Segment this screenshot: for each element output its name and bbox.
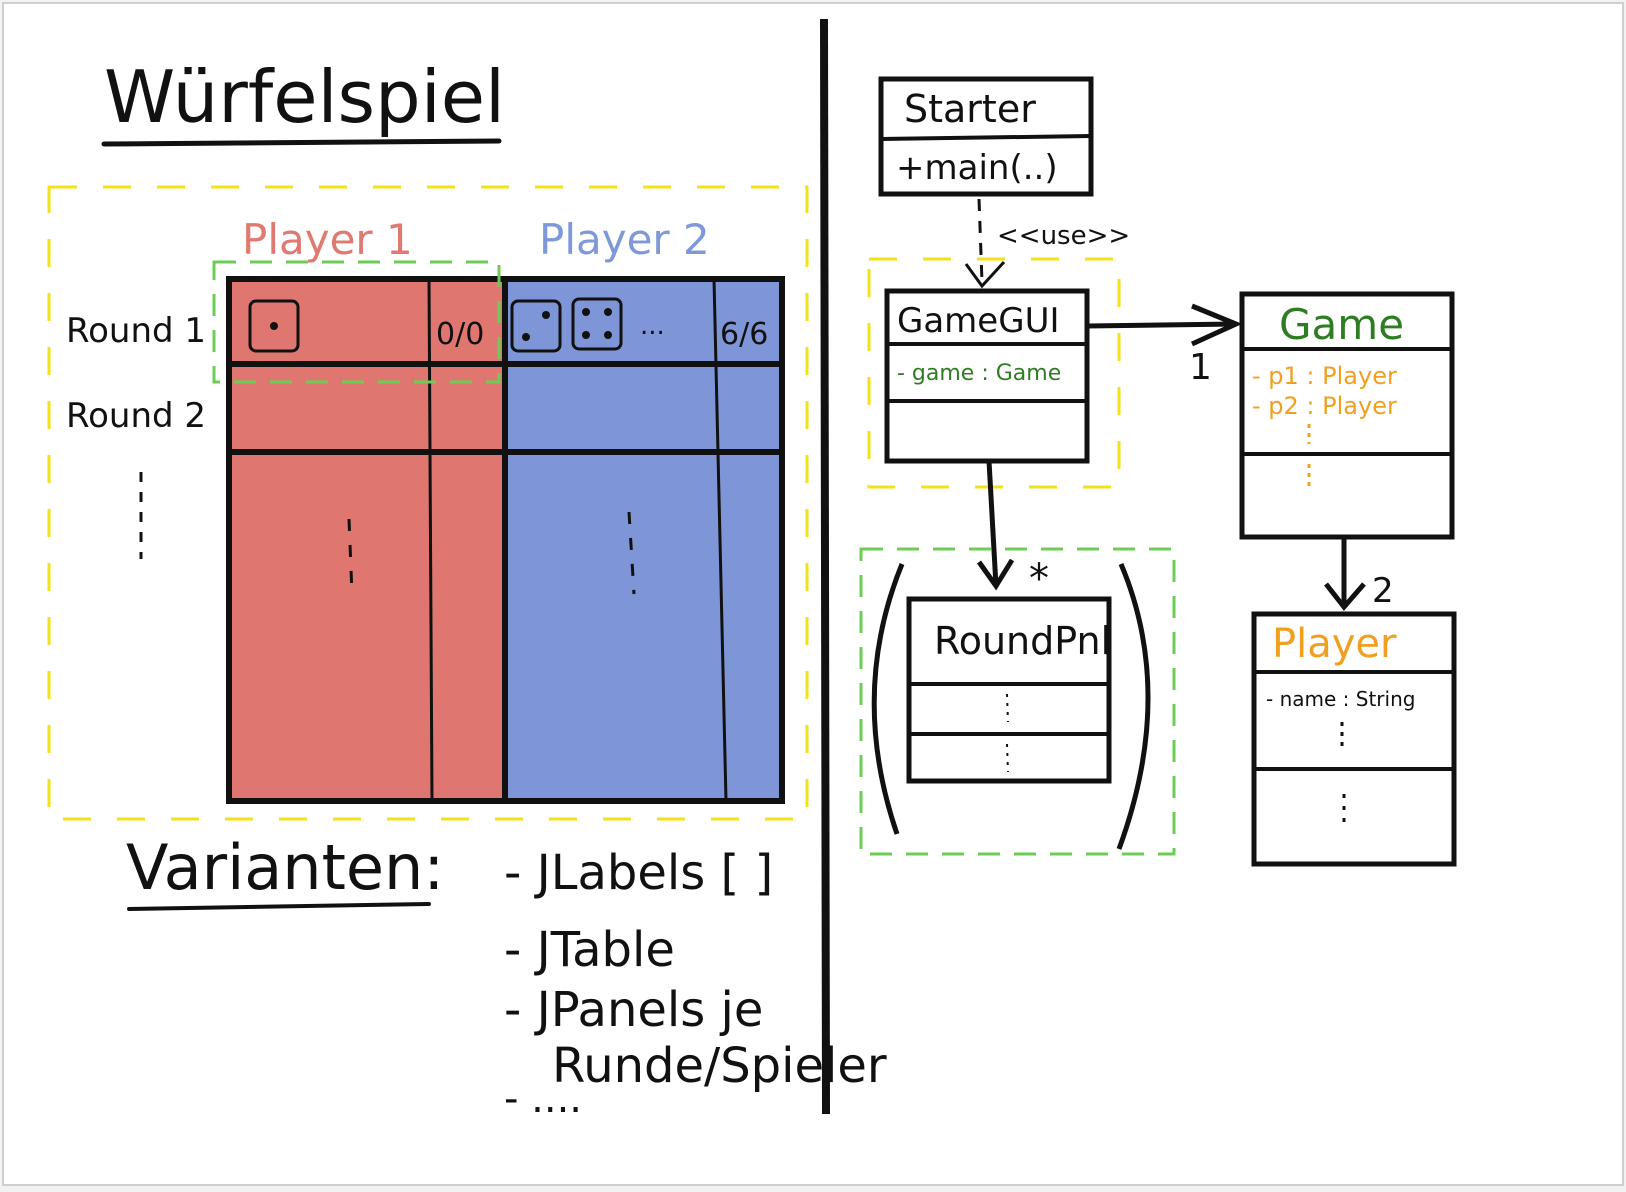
game-p1-attr: - p1 : Player xyxy=(1252,362,1397,390)
player2-column xyxy=(505,279,782,801)
player-multiplicity: 2 xyxy=(1372,571,1394,611)
roundpnl-left-paren xyxy=(871,563,905,835)
p2-score-divider xyxy=(712,278,728,802)
p1-more-rows-ellipsis xyxy=(347,518,354,595)
roundpnl-right-paren xyxy=(1116,563,1151,850)
player1-label: Player 1 xyxy=(242,215,413,264)
use-dependency-arrowhead xyxy=(964,260,1006,289)
variant-item-jtable: - JTable xyxy=(504,922,675,978)
variants-heading: Varianten: xyxy=(126,831,444,904)
game-class-name: Game xyxy=(1279,300,1404,349)
die-four xyxy=(571,297,623,351)
roundpnl-class-name: RoundPnl xyxy=(934,619,1111,663)
use-stereotype-label: <<use>> xyxy=(997,221,1130,251)
gamegui-game-attr: - game : Game xyxy=(897,361,1061,386)
starter-main-method: +main(..) xyxy=(896,148,1058,188)
round-panel-highlight xyxy=(212,260,501,384)
player2-label: Player 2 xyxy=(539,215,710,264)
die-two xyxy=(510,299,562,353)
player-class-name: Player xyxy=(1272,621,1397,667)
starter-class-name: Starter xyxy=(904,87,1036,131)
game-class-box xyxy=(1239,291,1455,540)
use-dependency-line xyxy=(977,198,984,283)
roundpnl-class-box xyxy=(906,596,1112,784)
variants-underline xyxy=(127,902,431,911)
die-one xyxy=(248,299,300,353)
gamegui-roundpnl-association xyxy=(986,460,999,587)
player-name-attr: - name : String xyxy=(1266,687,1415,711)
gamegui-roundpnl-arrowhead xyxy=(976,558,1015,591)
gamegui-yellow-highlight xyxy=(867,257,1121,489)
roundpnl-more-methods-ellipsis xyxy=(1006,743,1009,773)
gamegui-game-arrowhead xyxy=(1190,303,1243,347)
p2-score: 6/6 xyxy=(720,317,768,352)
title-underline xyxy=(101,138,502,147)
yellow-dashed-frame xyxy=(47,185,809,821)
page-title: Würfelspiel xyxy=(104,55,505,139)
player1-column xyxy=(229,279,505,801)
gamegui-class-box xyxy=(884,288,1090,464)
round2-label: Round 2 xyxy=(66,396,206,436)
player-class-box xyxy=(1251,611,1457,867)
game-p2-attr: - p2 : Player xyxy=(1252,392,1397,420)
round1-label: Round 1 xyxy=(66,311,206,351)
die-one-pip xyxy=(270,322,278,330)
gamegui-class-name: GameGUI xyxy=(897,301,1059,341)
variant-item-jpanels-cont: Runde/Spieler xyxy=(552,1038,887,1094)
variant-item-jlabels: - JLabels [ ] xyxy=(504,845,773,901)
roundpnl-more-attrs-ellipsis xyxy=(1006,693,1009,723)
variant-item-jpanels: - JPanels je xyxy=(504,982,763,1038)
gamegui-game-association xyxy=(1086,321,1237,329)
roundpnl-green-highlight xyxy=(859,547,1176,856)
page-divider xyxy=(820,18,830,1115)
more-dice-ellipsis: ... xyxy=(640,311,665,341)
p1-score-divider xyxy=(427,278,434,802)
p1-score: 0/0 xyxy=(436,317,484,352)
roundpnl-multiplicity: * xyxy=(1029,556,1049,602)
game-multiplicity: 1 xyxy=(1189,347,1212,388)
game-player-arrowhead xyxy=(1324,582,1366,611)
sketch-canvas: Würfelspiel Player 1 Player 2 Round 1 Ro… xyxy=(47,18,1457,1122)
variant-item-more: - .... xyxy=(504,1076,582,1122)
